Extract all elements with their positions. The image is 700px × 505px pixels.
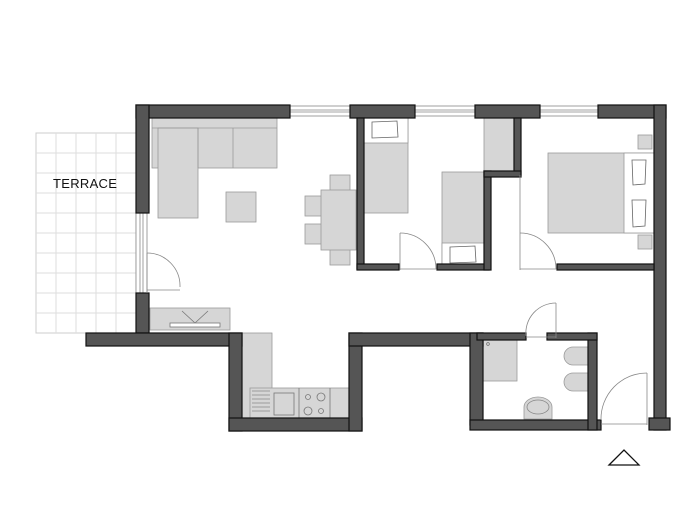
walls: [85, 104, 671, 432]
entrance-door-icon: [600, 372, 648, 425]
bathroom-fixtures: [481, 337, 589, 420]
sink-bathroom-icon: [563, 372, 589, 392]
tv-cabinet-icon: [149, 307, 231, 331]
single-bed-1-icon: [362, 117, 409, 214]
bidet-icon: [563, 346, 589, 366]
single-bed-2-icon: [441, 171, 486, 268]
dining-table-icon: [304, 174, 357, 266]
stove-icon: [298, 388, 331, 418]
bedroom-2-door-icon: [519, 175, 557, 270]
bedroom-1-door-icon: [399, 232, 437, 270]
wardrobe-icon: [483, 117, 515, 172]
sink-icon: [273, 392, 295, 416]
toilet-icon: [523, 396, 553, 420]
terrace-label: TERRACE: [53, 176, 118, 191]
terrace-door-icon: [146, 252, 181, 293]
double-bed-icon: [547, 134, 655, 250]
terrace-area: [35, 132, 137, 334]
sofa-icon: [151, 117, 278, 219]
bathroom-door-icon: [525, 302, 557, 338]
kitchen-counter-icon: [241, 332, 351, 422]
furniture: [149, 117, 655, 422]
doors: [146, 175, 648, 425]
entrance-marker-icon: [607, 449, 641, 466]
coffee-table-icon: [225, 191, 257, 223]
